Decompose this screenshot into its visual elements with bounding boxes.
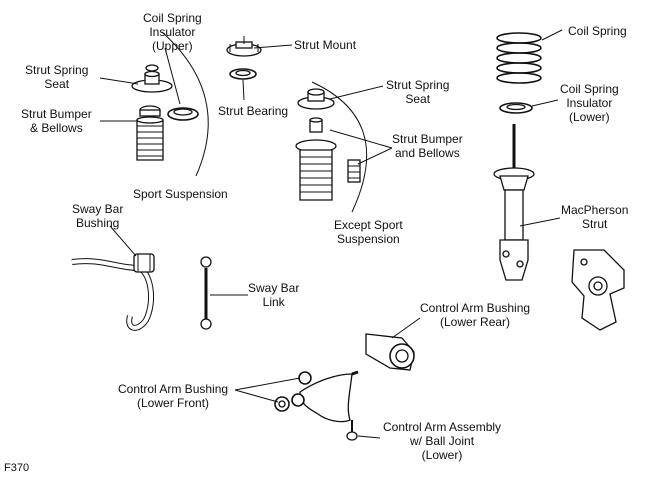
- sway-bar-bushing: [133, 253, 155, 273]
- sport-coil-spring-insulator-upper: [167, 107, 199, 121]
- sport-strut-bumper-bellows: [136, 105, 164, 161]
- label-strut-bumper-bellows-sport: Strut Bumper& Bellows: [21, 107, 92, 135]
- macpherson-strut: [493, 124, 535, 281]
- control-arm-assembly: [299, 370, 359, 441]
- label-control-arm-bushing-lower-rear: Control Arm Bushing(Lower Rear): [420, 301, 531, 329]
- strut-spring-seat: [297, 88, 335, 110]
- sport-strut-spring-seat: [131, 64, 173, 93]
- except-sport-bracket: [311, 81, 368, 213]
- label-strut-mount: Strut Mount: [294, 38, 357, 52]
- label-strut-bearing: Strut Bearing: [218, 104, 289, 118]
- strut-bumper-and-bellows: [295, 117, 361, 201]
- control-arm-bushing-lower-rear: [365, 333, 415, 371]
- label-control-arm-bushing-lower-front: Control Arm Bushing(Lower Front): [118, 382, 229, 410]
- control-arm-bushing-lower-front: [274, 371, 312, 412]
- strut-mount: [226, 36, 262, 57]
- sway-bar: [71, 258, 155, 331]
- sport-suspension-bracket: [161, 31, 209, 177]
- figure-id: F370: [4, 462, 30, 474]
- leader-lines: [99, 29, 563, 439]
- coil-spring-insulator-lower: [499, 102, 533, 114]
- coil-spring: [496, 32, 542, 84]
- label-sport-suspension: Sport Suspension: [133, 187, 228, 201]
- label-coil-spring: Coil Spring: [568, 24, 627, 38]
- strut-bearing: [229, 68, 257, 80]
- sway-bar-link: [200, 256, 212, 330]
- steering-knuckle: [571, 249, 625, 331]
